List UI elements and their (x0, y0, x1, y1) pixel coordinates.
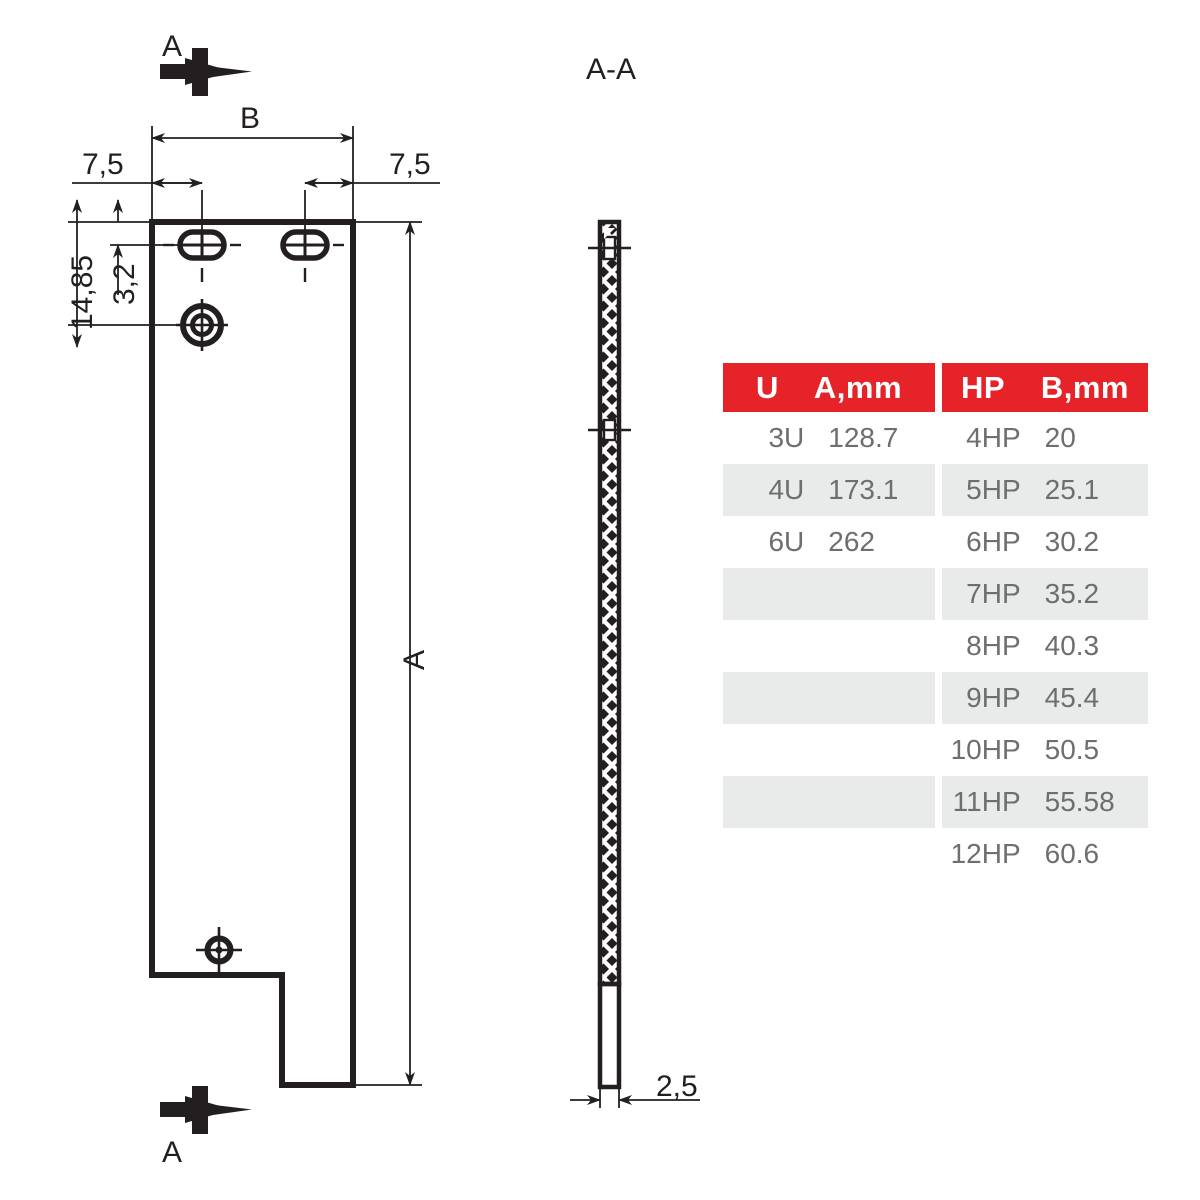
table-left-header: U A,mm (723, 363, 935, 412)
table-row (723, 568, 935, 620)
section-marker-bottom (160, 1086, 252, 1134)
cell-a (816, 776, 935, 828)
cell-u: 4U (723, 464, 817, 516)
table-row: 3U 128.7 (723, 412, 935, 464)
table-row: 6HP 30.2 (942, 516, 1148, 568)
table-row: 12HP 60.6 (942, 828, 1148, 880)
dimension-label-hole-to-top: 14,85 (66, 254, 99, 330)
cell-hp: 12HP (950, 838, 1021, 869)
dimension-label-A: A (398, 649, 431, 670)
cell-hp: 10HP (950, 734, 1021, 765)
slot-hole-right (280, 229, 344, 282)
table-row: 4HP 20 (942, 412, 1148, 464)
cell-b: 30.2 (1044, 526, 1100, 557)
cell-u: 6U (768, 526, 805, 557)
cell-a: 262 (828, 526, 875, 557)
table-row (723, 776, 935, 828)
table-row (723, 828, 935, 880)
table-right-header: HP B,mm (942, 363, 1148, 412)
dimension-label-offset-right: 7,5 (389, 148, 431, 181)
header-col-u: U (755, 369, 779, 405)
cell-u (723, 672, 817, 724)
cell-b: 50.5 (1044, 734, 1100, 765)
cell-b: 25.1 (1032, 464, 1148, 516)
cell-a: 128.7 (828, 422, 899, 453)
cell-hp: 9HP (942, 672, 1033, 724)
table-row (723, 672, 935, 724)
round-hole-top (176, 299, 228, 351)
section-marker-top (160, 48, 252, 96)
cell-a: 173.1 (816, 464, 935, 516)
cell-b: 35.2 (1032, 568, 1148, 620)
part-outline-front-view (149, 219, 356, 1088)
table-row (723, 620, 935, 672)
dimension-label-B: B (240, 102, 261, 135)
section-label-top: A (162, 30, 183, 63)
cell-u (723, 620, 816, 672)
section-label-bottom: A (162, 1136, 183, 1169)
cell-hp: 5HP (942, 464, 1033, 516)
cell-b: 45.4 (1032, 672, 1148, 724)
table-row (723, 724, 935, 776)
cell-b: 40.3 (1044, 630, 1100, 661)
dimension-label-slot-to-top: 3,2 (108, 263, 141, 305)
slot-hole-left (163, 229, 241, 282)
dimension-label-thickness: 2,5 (656, 1070, 698, 1103)
header-col-b: B,mm (1040, 369, 1129, 405)
table-row: 8HP 40.3 (942, 620, 1148, 672)
cell-hp: 6HP (966, 526, 1021, 557)
cell-b: 55.58 (1032, 776, 1148, 828)
header-col-a: A,mm (813, 369, 903, 405)
header-col-hp: HP (961, 369, 1005, 405)
cell-u (723, 828, 816, 880)
cell-u (723, 568, 817, 620)
cell-u (723, 776, 817, 828)
dimension-thickness (570, 1087, 700, 1108)
cell-hp: 11HP (942, 776, 1033, 828)
cell-a (816, 568, 935, 620)
dimension-label-offset-left: 7,5 (82, 148, 124, 181)
table-header-row: U A,mm (723, 363, 935, 412)
cell-u: 3U (768, 422, 805, 453)
round-hole-bottom (196, 927, 242, 973)
cell-hp: 4HP (966, 422, 1021, 453)
cell-hp: 7HP (942, 568, 1033, 620)
cell-hp: 8HP (966, 630, 1021, 661)
cell-u (723, 724, 816, 776)
table-row: 6U 262 (723, 516, 935, 568)
cell-a (816, 620, 935, 672)
section-view-bar (588, 219, 631, 1090)
table-row: 10HP 50.5 (942, 724, 1148, 776)
table-header-row: HP B,mm (942, 363, 1148, 412)
section-view-title: A-A (586, 53, 637, 86)
cell-a (816, 724, 935, 776)
cell-b: 60.6 (1044, 838, 1100, 869)
cell-b: 20 (1044, 422, 1076, 453)
cell-a (816, 672, 935, 724)
cell-a (816, 828, 935, 880)
